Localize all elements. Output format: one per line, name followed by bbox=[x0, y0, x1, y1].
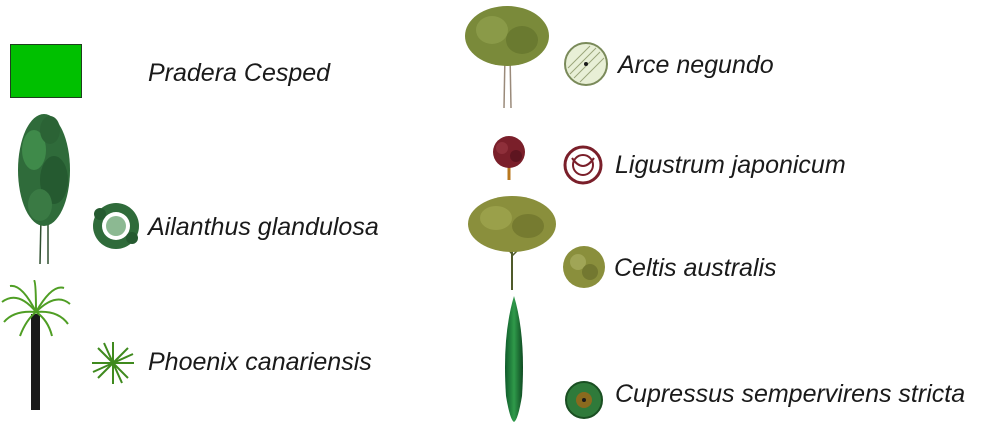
legend-label-celtis-australis: Celtis australis bbox=[614, 256, 777, 281]
legend-label-arce-negundo: Arce negundo bbox=[618, 53, 774, 78]
maple-tree-elevation-icon bbox=[462, 4, 552, 110]
cypress-tree-plan-icon bbox=[562, 378, 606, 422]
palm-tree-plan-icon bbox=[90, 340, 136, 386]
legend-label-cupressus-sempervirens-stricta: Cupressus sempervirens stricta bbox=[615, 382, 965, 407]
ailanthus-tree-plan-icon bbox=[88, 200, 144, 252]
maple-tree-plan-icon bbox=[562, 40, 610, 88]
palm-tree-elevation-icon bbox=[0, 280, 72, 412]
lawn-swatch-icon bbox=[10, 44, 82, 98]
legend-label-ligustrum-japonicum: Ligustrum japonicum bbox=[615, 153, 846, 178]
privet-shrub-plan-icon bbox=[562, 144, 604, 186]
hackberry-tree-plan-icon bbox=[560, 244, 608, 290]
cypress-tree-elevation-icon bbox=[500, 296, 528, 424]
ailanthus-tree-elevation-icon bbox=[4, 110, 84, 266]
privet-shrub-elevation-icon bbox=[488, 136, 530, 182]
legend-label-ailanthus-glandulosa: Ailanthus glandulosa bbox=[148, 215, 379, 240]
hackberry-tree-elevation-icon bbox=[466, 194, 558, 292]
legend-label-phoenix-canariensis: Phoenix canariensis bbox=[148, 350, 372, 375]
legend-label-pradera-cesped: Pradera Cesped bbox=[148, 61, 330, 86]
